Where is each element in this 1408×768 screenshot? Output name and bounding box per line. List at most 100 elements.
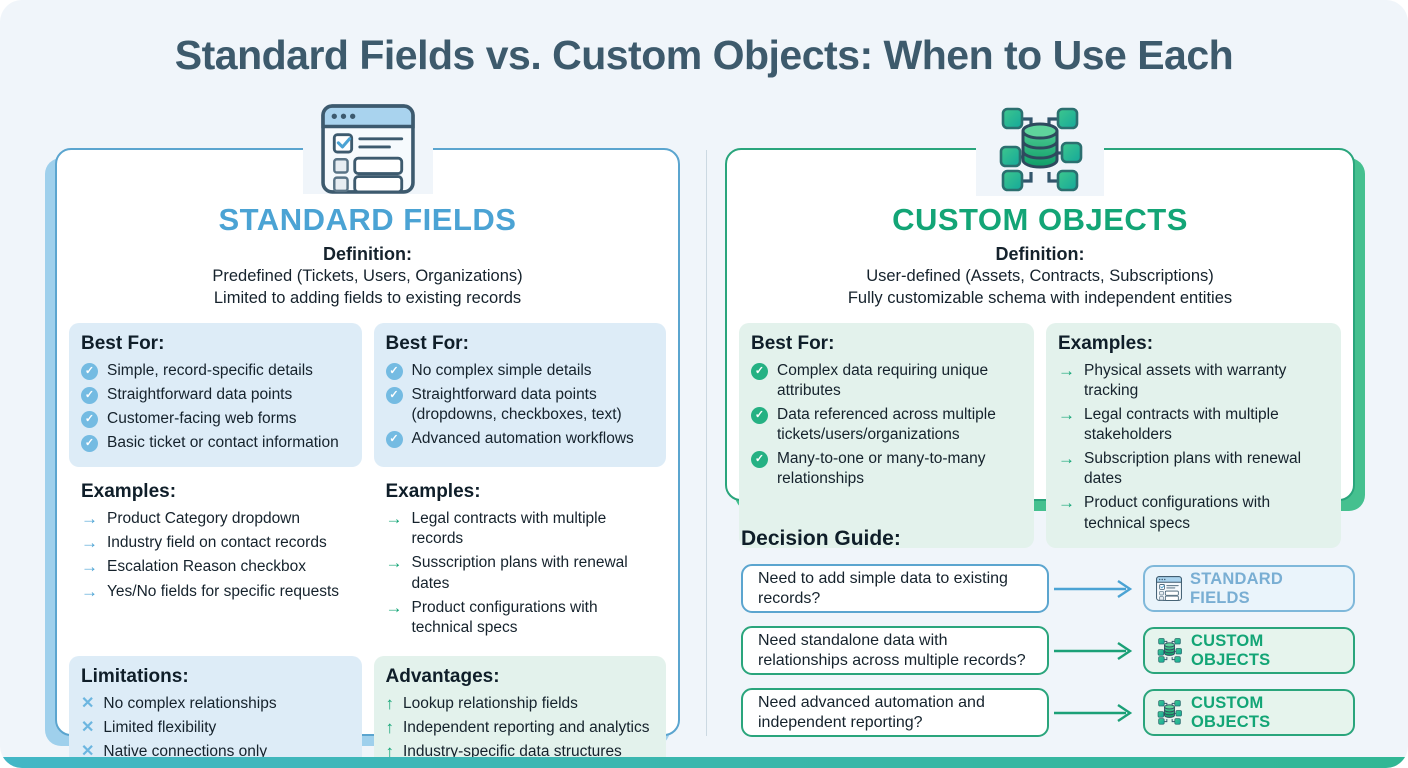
- list-item: →Susscription plans with renewal dates: [386, 553, 655, 593]
- best-for-box-b: Best For: ✓No complex simple details ✓St…: [373, 322, 666, 468]
- definition-line: User-defined (Assets, Contracts, Subscri…: [866, 267, 1214, 285]
- standard-fields-card: STANDARD FIELDS Definition: Predefined (…: [55, 104, 680, 768]
- arrow-right-icon: →: [385, 553, 403, 573]
- list-item: →Legal contracts with multiple stakehold…: [1058, 405, 1329, 445]
- list-item: →Legal contracts with multiple records: [386, 509, 655, 549]
- list-item: →Subscription plans with renewal dates: [1058, 449, 1329, 489]
- list-item: →Product configurations with technical s…: [1058, 493, 1329, 533]
- list-item: →Product configurations with technical s…: [386, 598, 655, 638]
- list-item: ✓Customer-facing web forms: [81, 409, 350, 429]
- decision-guide-heading: Decision Guide:: [741, 527, 901, 550]
- arrow-right-icon: →: [81, 533, 98, 553]
- check-icon: ✓: [385, 386, 403, 404]
- list-item: →Product Category dropdown: [81, 509, 301, 529]
- arrow-right-icon: [1049, 639, 1143, 663]
- check-icon: ✓: [751, 362, 768, 380]
- standard-fields-definition: Definition: Predefined (Tickets, Users, …: [57, 244, 678, 310]
- arrow-right-icon: →: [1058, 404, 1075, 424]
- list-item: ✓Complex data requiring unique attribute…: [751, 361, 1022, 401]
- arrow-up-icon: ↑: [385, 718, 395, 738]
- definition-line: Limited to adding fields to existing rec…: [213, 289, 522, 308]
- vertical-divider: [706, 150, 707, 736]
- cross-icon: ✕: [81, 743, 95, 761]
- arrow-right-icon: →: [385, 509, 403, 529]
- list-item: →Yes/No fields for specific requests: [81, 581, 340, 601]
- examples-section-a: Examples: →Product Category dropdown →In…: [69, 479, 362, 644]
- list-item: ↑Lookup relationship fields: [385, 693, 578, 713]
- list-item: ✓Basic ticket or contact information: [81, 433, 350, 453]
- cross-icon: ✕: [81, 719, 95, 737]
- list-item: ✓Straightforward data points: [81, 385, 350, 405]
- arrow-up-icon: ↑: [385, 693, 395, 713]
- definition-label: Definition:: [995, 244, 1085, 264]
- section-heading: Limitations:: [81, 665, 189, 687]
- best-for-box: Best For: ✓Complex data requiring unique…: [739, 322, 1034, 548]
- section-heading: Advantages:: [385, 665, 500, 687]
- cross-icon: ✕: [81, 694, 95, 712]
- decision-question: Need advanced automation and independent…: [741, 688, 1049, 737]
- check-icon: ✓: [751, 451, 768, 469]
- list-item: ✓Many-to-one or many-to-many relationshi…: [751, 449, 1022, 489]
- limitations-box: Limitations: ✕No complex relationships ✕…: [69, 655, 362, 768]
- list-item: ↑Industry-specific data structures: [385, 742, 622, 762]
- custom-objects-badge: CUSTOM OBJECTS: [1143, 689, 1355, 736]
- database-network-icon: [1156, 699, 1183, 726]
- best-for-box-a: Best For: ✓Simple, record-specific detai…: [69, 322, 362, 468]
- check-icon: ✓: [81, 386, 98, 404]
- arrow-right-icon: [1049, 577, 1143, 601]
- check-icon: ✓: [751, 406, 768, 424]
- list-item: ✓Data referenced across multiple tickets…: [751, 405, 1022, 445]
- arrow-up-icon: ↑: [385, 742, 395, 762]
- list-item: ✓Simple, record-specific details: [81, 361, 350, 381]
- section-heading: Examples:: [385, 481, 481, 503]
- custom-objects-title: CUSTOM OBJECTS: [892, 202, 1188, 237]
- database-network-icon: [1156, 637, 1183, 664]
- decision-question: Need to add simple data to existing reco…: [741, 564, 1049, 613]
- decision-row-custom-1: Need standalone data with relationships …: [741, 626, 1355, 675]
- decision-row-custom-2: Need advanced automation and independent…: [741, 688, 1355, 737]
- list-item: ↑Independent reporting and analytics: [385, 718, 650, 738]
- form-checklist-icon: [1156, 576, 1182, 601]
- examples-box: Examples: →Physical assets with warranty…: [1046, 322, 1341, 548]
- check-icon: ✓: [385, 362, 403, 380]
- list-item: ✕Limited flexibility: [81, 718, 350, 738]
- standard-fields-title: STANDARD FIELDS: [218, 202, 517, 237]
- list-item: ✓No complex simple details: [385, 361, 655, 381]
- bottom-accent-bar: [0, 757, 1408, 768]
- decision-guide: Decision Guide: Need to add simple data …: [741, 527, 1355, 737]
- arrow-right-icon: →: [1058, 360, 1075, 380]
- advantages-box: Advantages: ↑Lookup relationship fields …: [373, 655, 666, 768]
- definition-label: Definition:: [323, 244, 412, 264]
- list-item: ✓Advanced automation workflows: [385, 429, 655, 449]
- custom-objects-definition: Definition: User-defined (Assets, Contra…: [727, 244, 1353, 310]
- custom-objects-badge: CUSTOM OBJECTS: [1143, 627, 1355, 674]
- page-title: Standard Fields vs. Custom Objects: When…: [174, 32, 1234, 78]
- arrow-right-icon: →: [81, 557, 98, 577]
- list-item: ✕Native connections only: [81, 742, 350, 762]
- standard-fields-grid: Best For: ✓Simple, record-specific detai…: [69, 322, 667, 768]
- section-heading: Best For:: [751, 332, 835, 354]
- check-icon: ✓: [81, 434, 98, 452]
- form-checklist-icon: [302, 104, 433, 194]
- decision-question: Need standalone data with relationships …: [741, 626, 1049, 675]
- section-heading: Examples:: [81, 481, 177, 503]
- arrow-right-icon: →: [1058, 449, 1075, 469]
- examples-section-b: Examples: →Legal contracts with multiple…: [374, 479, 667, 644]
- standard-fields-badge: STANDARD FIELDS: [1143, 565, 1355, 612]
- definition-line: Fully customizable schema with independe…: [847, 289, 1233, 308]
- definition-line: Predefined (Tickets, Users, Organization…: [212, 267, 523, 285]
- list-item: →Escalation Reason checkbox: [81, 557, 307, 577]
- check-icon: ✓: [385, 430, 403, 448]
- section-heading: Best For:: [385, 332, 469, 354]
- section-heading: Examples:: [1058, 332, 1154, 354]
- list-item: ✕No complex relationships: [81, 694, 350, 714]
- custom-objects-card: CUSTOM OBJECTS Definition: User-defined …: [725, 104, 1355, 548]
- list-item: →Physical assets with warranty tracking: [1058, 361, 1329, 401]
- arrow-right-icon: →: [1058, 493, 1075, 513]
- list-item: →Industry field on contact records: [81, 533, 327, 553]
- custom-objects-grid: Best For: ✓Complex data requiring unique…: [739, 322, 1341, 548]
- check-icon: ✓: [81, 362, 98, 380]
- arrow-right-icon: →: [81, 509, 98, 529]
- check-icon: ✓: [81, 410, 98, 428]
